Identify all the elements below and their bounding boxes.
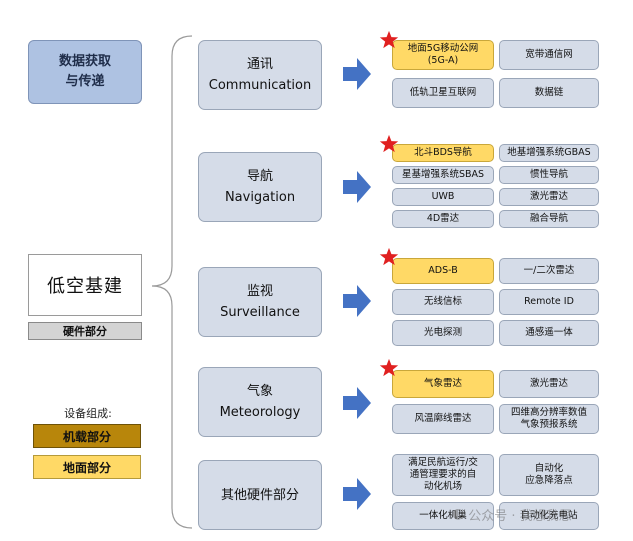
legend-ground: 地面部分 (33, 455, 141, 479)
arrow-right-icon (343, 285, 371, 317)
star-icon (379, 247, 399, 266)
item-gbas: 地基增强系统GBAS (499, 144, 599, 162)
category-other-hardware-zh: 其他硬件部分 (220, 487, 299, 503)
data-acquisition-box: 数据获取 与传递 (28, 40, 142, 104)
item-automated-airport: 满足民航运行/交 通管理要求的自 动化机场 (392, 454, 494, 496)
category-meteorology-zh: 气象 (246, 384, 273, 399)
item-wireless-beacon: 无线信标 (392, 289, 494, 315)
category-meteorology-en: Meteorology (219, 405, 301, 420)
star-icon (379, 30, 399, 49)
item-5g-public-network: 地面5G移动公网 (5G-A) (392, 40, 494, 70)
item-primary-secondary-radar: 一/二次雷达 (499, 258, 599, 284)
category-meteorology: 气象 Meteorology (198, 367, 322, 437)
category-communication-en: Communication (208, 78, 312, 93)
category-navigation: 导航 Navigation (198, 152, 322, 222)
item-fusion-navigation: 融合导航 (499, 210, 599, 228)
item-beidou-navigation: 北斗BDS导航 (392, 144, 494, 162)
star-icon (379, 134, 399, 153)
category-other-hardware: 其他硬件部分 (198, 460, 322, 530)
wechat-icon: ◐ (452, 506, 465, 522)
item-inertial-navigation: 惯性导航 (499, 166, 599, 184)
category-surveillance: 监视 Surveillance (198, 267, 322, 337)
arrow-right-icon (343, 171, 371, 203)
item-wind-profiler-radar: 风温廓线雷达 (392, 404, 494, 434)
data-acquisition-line2: 与传递 (65, 74, 105, 89)
item-lidar-nav: 激光雷达 (499, 188, 599, 206)
category-navigation-en: Navigation (224, 190, 296, 205)
category-surveillance-zh: 监视 (246, 284, 273, 299)
item-leo-satellite-internet: 低轨卫星互联网 (392, 78, 494, 108)
item-4d-radar: 4D雷达 (392, 210, 494, 228)
item-broadband-network: 宽带通信网 (499, 40, 599, 70)
item-lidar-weather: 激光雷达 (499, 370, 599, 398)
category-surveillance-en: Surveillance (220, 305, 300, 320)
category-navigation-zh: 导航 (246, 169, 273, 184)
item-sbas: 星基增强系统SBAS (392, 166, 494, 184)
hardware-label: 硬件部分 (28, 322, 142, 340)
item-electro-optical-detection: 光电探测 (392, 320, 494, 346)
arrow-right-icon (343, 478, 371, 510)
item-remote-id: Remote ID (499, 289, 599, 315)
item-uwb: UWB (392, 188, 494, 206)
data-acquisition-line1: 数据获取 (58, 54, 111, 69)
category-communication: 通讯 Communication (198, 40, 322, 110)
watermark: ◐ 公众号 · 我想我思 (452, 504, 572, 524)
star-icon (379, 358, 399, 377)
item-ads-b: ADS-B (392, 258, 494, 284)
brace-connector (151, 35, 193, 529)
low-altitude-infrastructure-box: 低空基建 (28, 254, 142, 316)
arrow-right-icon (343, 387, 371, 419)
category-communication-zh: 通讯 (246, 57, 273, 72)
arrow-right-icon (343, 58, 371, 90)
item-emergency-landing-point: 自动化 应急降落点 (499, 454, 599, 496)
legend-airborne: 机载部分 (33, 424, 141, 448)
item-weather-radar: 气象雷达 (392, 370, 494, 398)
watermark-text: 公众号 · 我想我思 (468, 508, 572, 524)
item-nwp-system: 四维高分辨率数值 气象预报系统 (499, 404, 599, 434)
item-isac: 通感遥一体 (499, 320, 599, 346)
item-data-link: 数据链 (499, 78, 599, 108)
item-integrated-nest: 一体化机巢 (392, 502, 494, 530)
legend-title: 设备组成: (64, 407, 112, 420)
item-automated-charging-station: 自动化充电站 (499, 502, 599, 530)
